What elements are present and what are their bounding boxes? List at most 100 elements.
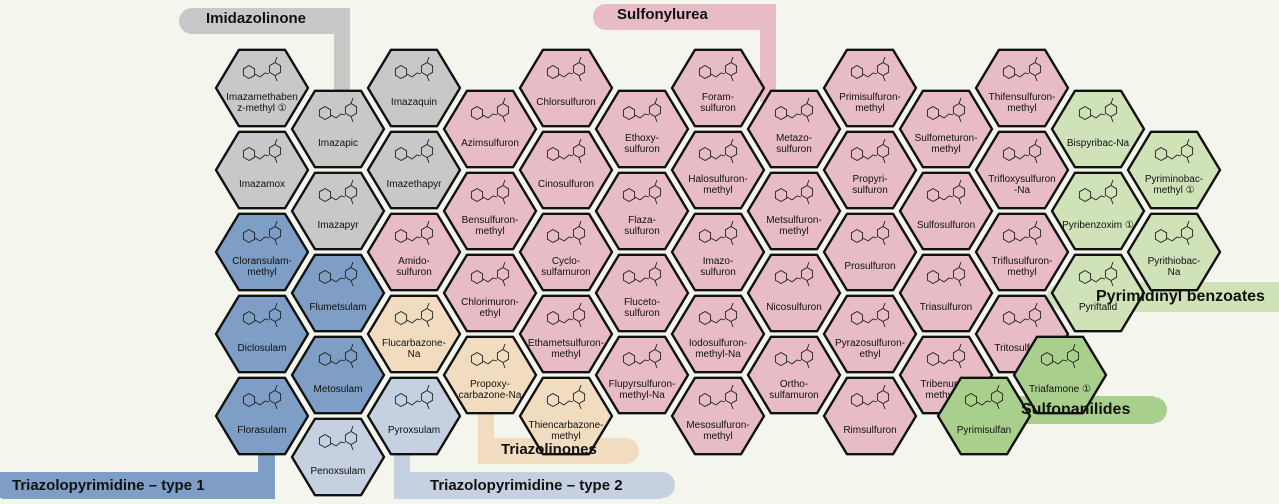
compound-name: Triafamone ① — [1029, 384, 1091, 395]
compound-name: Primisulfuron- — [839, 92, 901, 103]
hex-cell — [290, 417, 386, 497]
compound-hex: Cloransulam-methyl — [214, 212, 310, 292]
compound-name: Chlorsulfuron — [536, 97, 595, 108]
compound-name: Na — [408, 349, 421, 360]
compound-name: z-methyl ① — [237, 103, 287, 114]
structure-icon — [318, 179, 358, 205]
compound-name: Foram- — [702, 92, 734, 103]
compound-name: Imazapyr — [317, 220, 359, 231]
compound-name: sulfuron — [396, 267, 432, 278]
hex-cell — [518, 48, 614, 128]
compound-hex: Flupyrsulfuron-methyl-Na — [594, 335, 690, 415]
hex-cell — [366, 48, 462, 128]
structure-icon — [1078, 179, 1118, 205]
compound-name: ethyl — [479, 308, 500, 319]
structure-icon — [1040, 343, 1080, 369]
compound-hex: Imazapyr — [290, 171, 386, 251]
compound-name: Bensulfuron- — [462, 215, 519, 226]
hex-cell — [670, 294, 766, 374]
hex-cell — [214, 376, 310, 456]
hex-cell — [1012, 335, 1108, 415]
structure-icon — [318, 261, 358, 287]
compound-name: sulfuron — [700, 267, 736, 278]
compound-name: Triasulfuron — [920, 302, 972, 313]
compound-name: Thifensulfuron- — [989, 92, 1056, 103]
structure-icon — [242, 56, 282, 82]
structure-icon — [470, 179, 510, 205]
compound-name: Ethoxy- — [625, 133, 659, 144]
hex-cell — [974, 212, 1070, 292]
structure-icon — [1154, 138, 1194, 164]
structure-icon — [622, 179, 662, 205]
hex-cell — [822, 294, 918, 374]
structure-icon — [774, 179, 814, 205]
compound-name: Pyribenzoxim ① — [1062, 220, 1134, 231]
compound-name: sulfuron — [776, 144, 812, 155]
compound-hex: Metosulam — [290, 335, 386, 415]
compound-name: Propyri- — [852, 174, 887, 185]
compound-hex: Nicosulfuron — [746, 253, 842, 333]
hex-cell — [1050, 171, 1146, 251]
compound-name: methyl — [551, 431, 580, 442]
compound-name: Pyrimisulfan — [957, 425, 1011, 436]
compound-hex: Iodosulfuron-methyl-Na — [670, 294, 766, 374]
compound-hex: Chlorimuron-ethyl — [442, 253, 538, 333]
compound-name: carbazone-Na — [459, 390, 522, 401]
hex-cell — [518, 212, 614, 292]
class-tab-cap — [179, 8, 205, 34]
compound-name: Azimsulfuron — [461, 138, 519, 149]
compound-name: Imazaquin — [391, 97, 437, 108]
hex-cell — [974, 48, 1070, 128]
structure-icon — [470, 261, 510, 287]
hex-cell — [822, 376, 918, 456]
structure-icon — [926, 261, 966, 287]
compound-hex: Metazo-sulfuron — [746, 89, 842, 169]
compound-hex: Cyclo-sulfamuron — [518, 212, 614, 292]
class-label-triazolinones: Triazolinones — [501, 441, 597, 458]
compound-name: Cinosulfuron — [538, 179, 594, 190]
compound-name: sulfuron — [624, 308, 660, 319]
structure-icon — [698, 220, 738, 246]
compound-hex: Flumetsulam — [290, 253, 386, 333]
class-tab-triazolopyrimidine-type1 — [2, 400, 275, 499]
compound-hex: Bispyribac-Na — [1050, 89, 1146, 169]
compound-name: methyl ① — [1153, 185, 1194, 196]
compound-name: Flumetsulam — [309, 302, 366, 313]
hex-cell — [594, 171, 690, 251]
compound-name: Fluceto- — [624, 297, 660, 308]
compound-name: Pyroxsulam — [388, 425, 440, 436]
compound-name: Amido- — [398, 256, 430, 267]
compound-name: methyl — [551, 349, 580, 360]
structure-icon — [394, 56, 434, 82]
hex-cell — [518, 376, 614, 456]
class-label-triazolopyrimidine-type1: Triazolopyrimidine – type 1 — [12, 477, 205, 494]
compound-name: Chlorimuron- — [461, 297, 519, 308]
compound-name: sulfuron — [624, 226, 660, 237]
compound-hex: Foram-sulfuron — [670, 48, 766, 128]
compound-name: Tribenuron- — [920, 379, 971, 390]
compound-name: Trifloxysulfuron — [988, 174, 1055, 185]
compound-name: Metosulam — [314, 384, 363, 395]
hex-cell — [1050, 253, 1146, 333]
compound-hex: Imazaquin — [366, 48, 462, 128]
compound-hex: Florasulam — [214, 376, 310, 456]
hex-cell — [898, 253, 994, 333]
hex-cell — [594, 253, 690, 333]
hex-cell — [670, 212, 766, 292]
compound-hex: Ortho-sulfamuron — [746, 335, 842, 415]
class-tab-sulfonylurea — [606, 4, 776, 102]
structure-icon — [774, 261, 814, 287]
compound-hex: Imazapic — [290, 89, 386, 169]
compound-hex: Ethoxy-sulfuron — [594, 89, 690, 169]
compound-name: Diclosulam — [238, 343, 287, 354]
hex-cell — [594, 335, 690, 415]
compound-name: Imazamethaben — [226, 92, 298, 103]
compound-hex: Halosulfuron-methyl — [670, 130, 766, 210]
compound-hex: Flucarbazone-Na — [366, 294, 462, 374]
hex-cell — [442, 335, 538, 415]
compound-name: Flupyrsulfuron- — [609, 379, 676, 390]
structure-icon — [698, 302, 738, 328]
class-tab-cap — [0, 472, 15, 498]
hex-cell — [594, 89, 690, 169]
compound-name: Rimsulfuron — [843, 425, 896, 436]
